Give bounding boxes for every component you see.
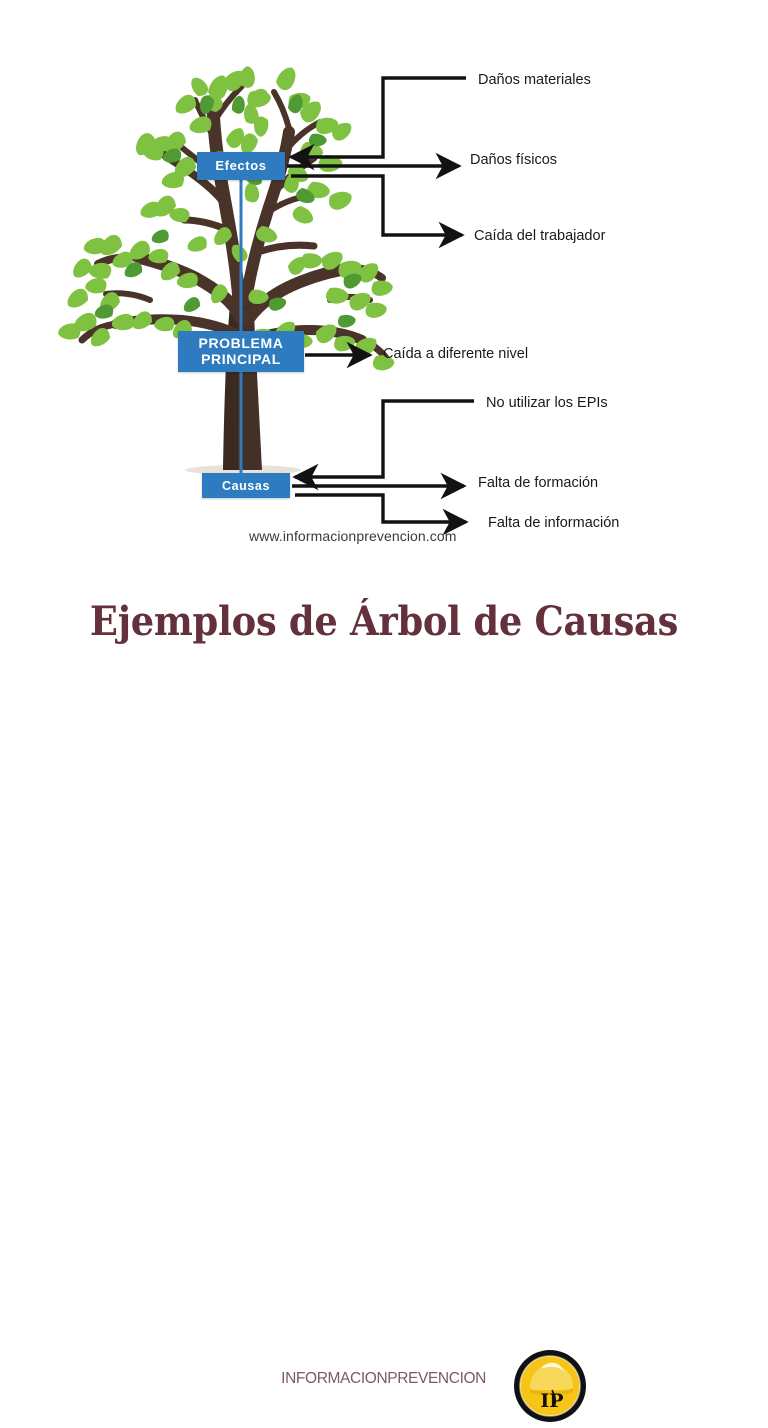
watermark-url: www.informacionprevencion.com	[249, 528, 457, 544]
label-danos-fisicos: Daños físicos	[470, 152, 558, 168]
footer: informacionprevencion IP	[0, 676, 768, 1422]
label-caida-trabajador: Caída del trabajador	[474, 228, 606, 244]
label-no-utilizar-epis: No utilizar los EPIs	[486, 395, 608, 411]
node-problema-line1: PROBLEMA	[198, 334, 284, 351]
brand-wordmark: informacionprevencion	[281, 1362, 487, 1388]
label-danos-materiales: Daños materiales	[478, 72, 591, 88]
connector-arrows	[287, 76, 474, 536]
node-problema-principal[interactable]: PROBLEMA PRINCIPAL	[178, 331, 304, 372]
node-problema-line2: PRINCIPAL	[201, 350, 281, 367]
node-causas[interactable]: Causas	[202, 473, 290, 498]
label-caida-diferente-nivel: Caída a diferente nivel	[383, 346, 529, 362]
arrow-no-utilizar-epis	[292, 399, 474, 491]
arrow-danos-materiales	[288, 76, 466, 171]
node-causas-label: Causas	[221, 478, 271, 493]
logo-monogram: IP	[540, 1390, 563, 1412]
label-falta-formacion: Falta de formación	[478, 475, 599, 491]
arrow-caida-trabajador	[291, 174, 465, 249]
label-falta-informacion: Falta de información	[488, 515, 620, 531]
page-title: Ejemplos de Árbol de Causas	[89, 598, 679, 645]
arrow-falta-informacion	[295, 493, 469, 536]
informacionprevencion-logo: IP	[514, 1350, 586, 1422]
cause-tree-diagram: Efectos PROBLEMA PRINCIPAL Causas Daños …	[0, 0, 768, 570]
node-efectos[interactable]: Efectos	[197, 152, 285, 180]
node-efectos-label: Efectos	[215, 157, 267, 173]
